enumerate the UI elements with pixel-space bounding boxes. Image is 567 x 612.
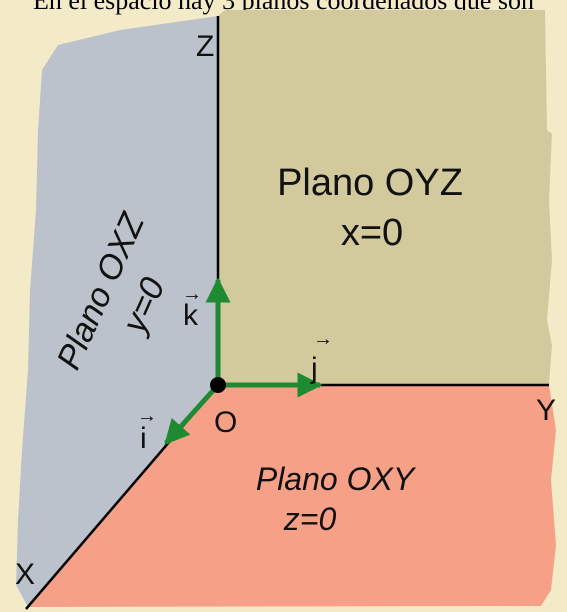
plane-oxy: [28, 385, 556, 607]
z-axis-label: Z: [196, 30, 214, 63]
plane-oyz: [218, 10, 552, 385]
vector-k-arrow: →: [182, 283, 202, 305]
vector-j-arrow: →: [313, 328, 333, 350]
plane-oyz-name: Plano OYZ: [277, 162, 463, 204]
plane-oxz: [16, 16, 218, 607]
vector-k-label: k: [183, 299, 199, 332]
plane-oxy-name: Plano OXY: [256, 461, 417, 497]
vector-j-label: j: [310, 352, 318, 385]
plane-oxy-equation: z=0: [283, 501, 337, 537]
vector-i: [164, 383, 220, 445]
plane-oyz-equation: x=0: [341, 212, 403, 254]
x-axis-label: X: [15, 558, 35, 591]
y-axis-label: Y: [536, 394, 556, 427]
origin-label: O: [214, 406, 237, 439]
vector-i-arrow: →: [137, 405, 157, 427]
origin-point: [210, 377, 226, 393]
vector-i-label: i: [140, 422, 147, 455]
